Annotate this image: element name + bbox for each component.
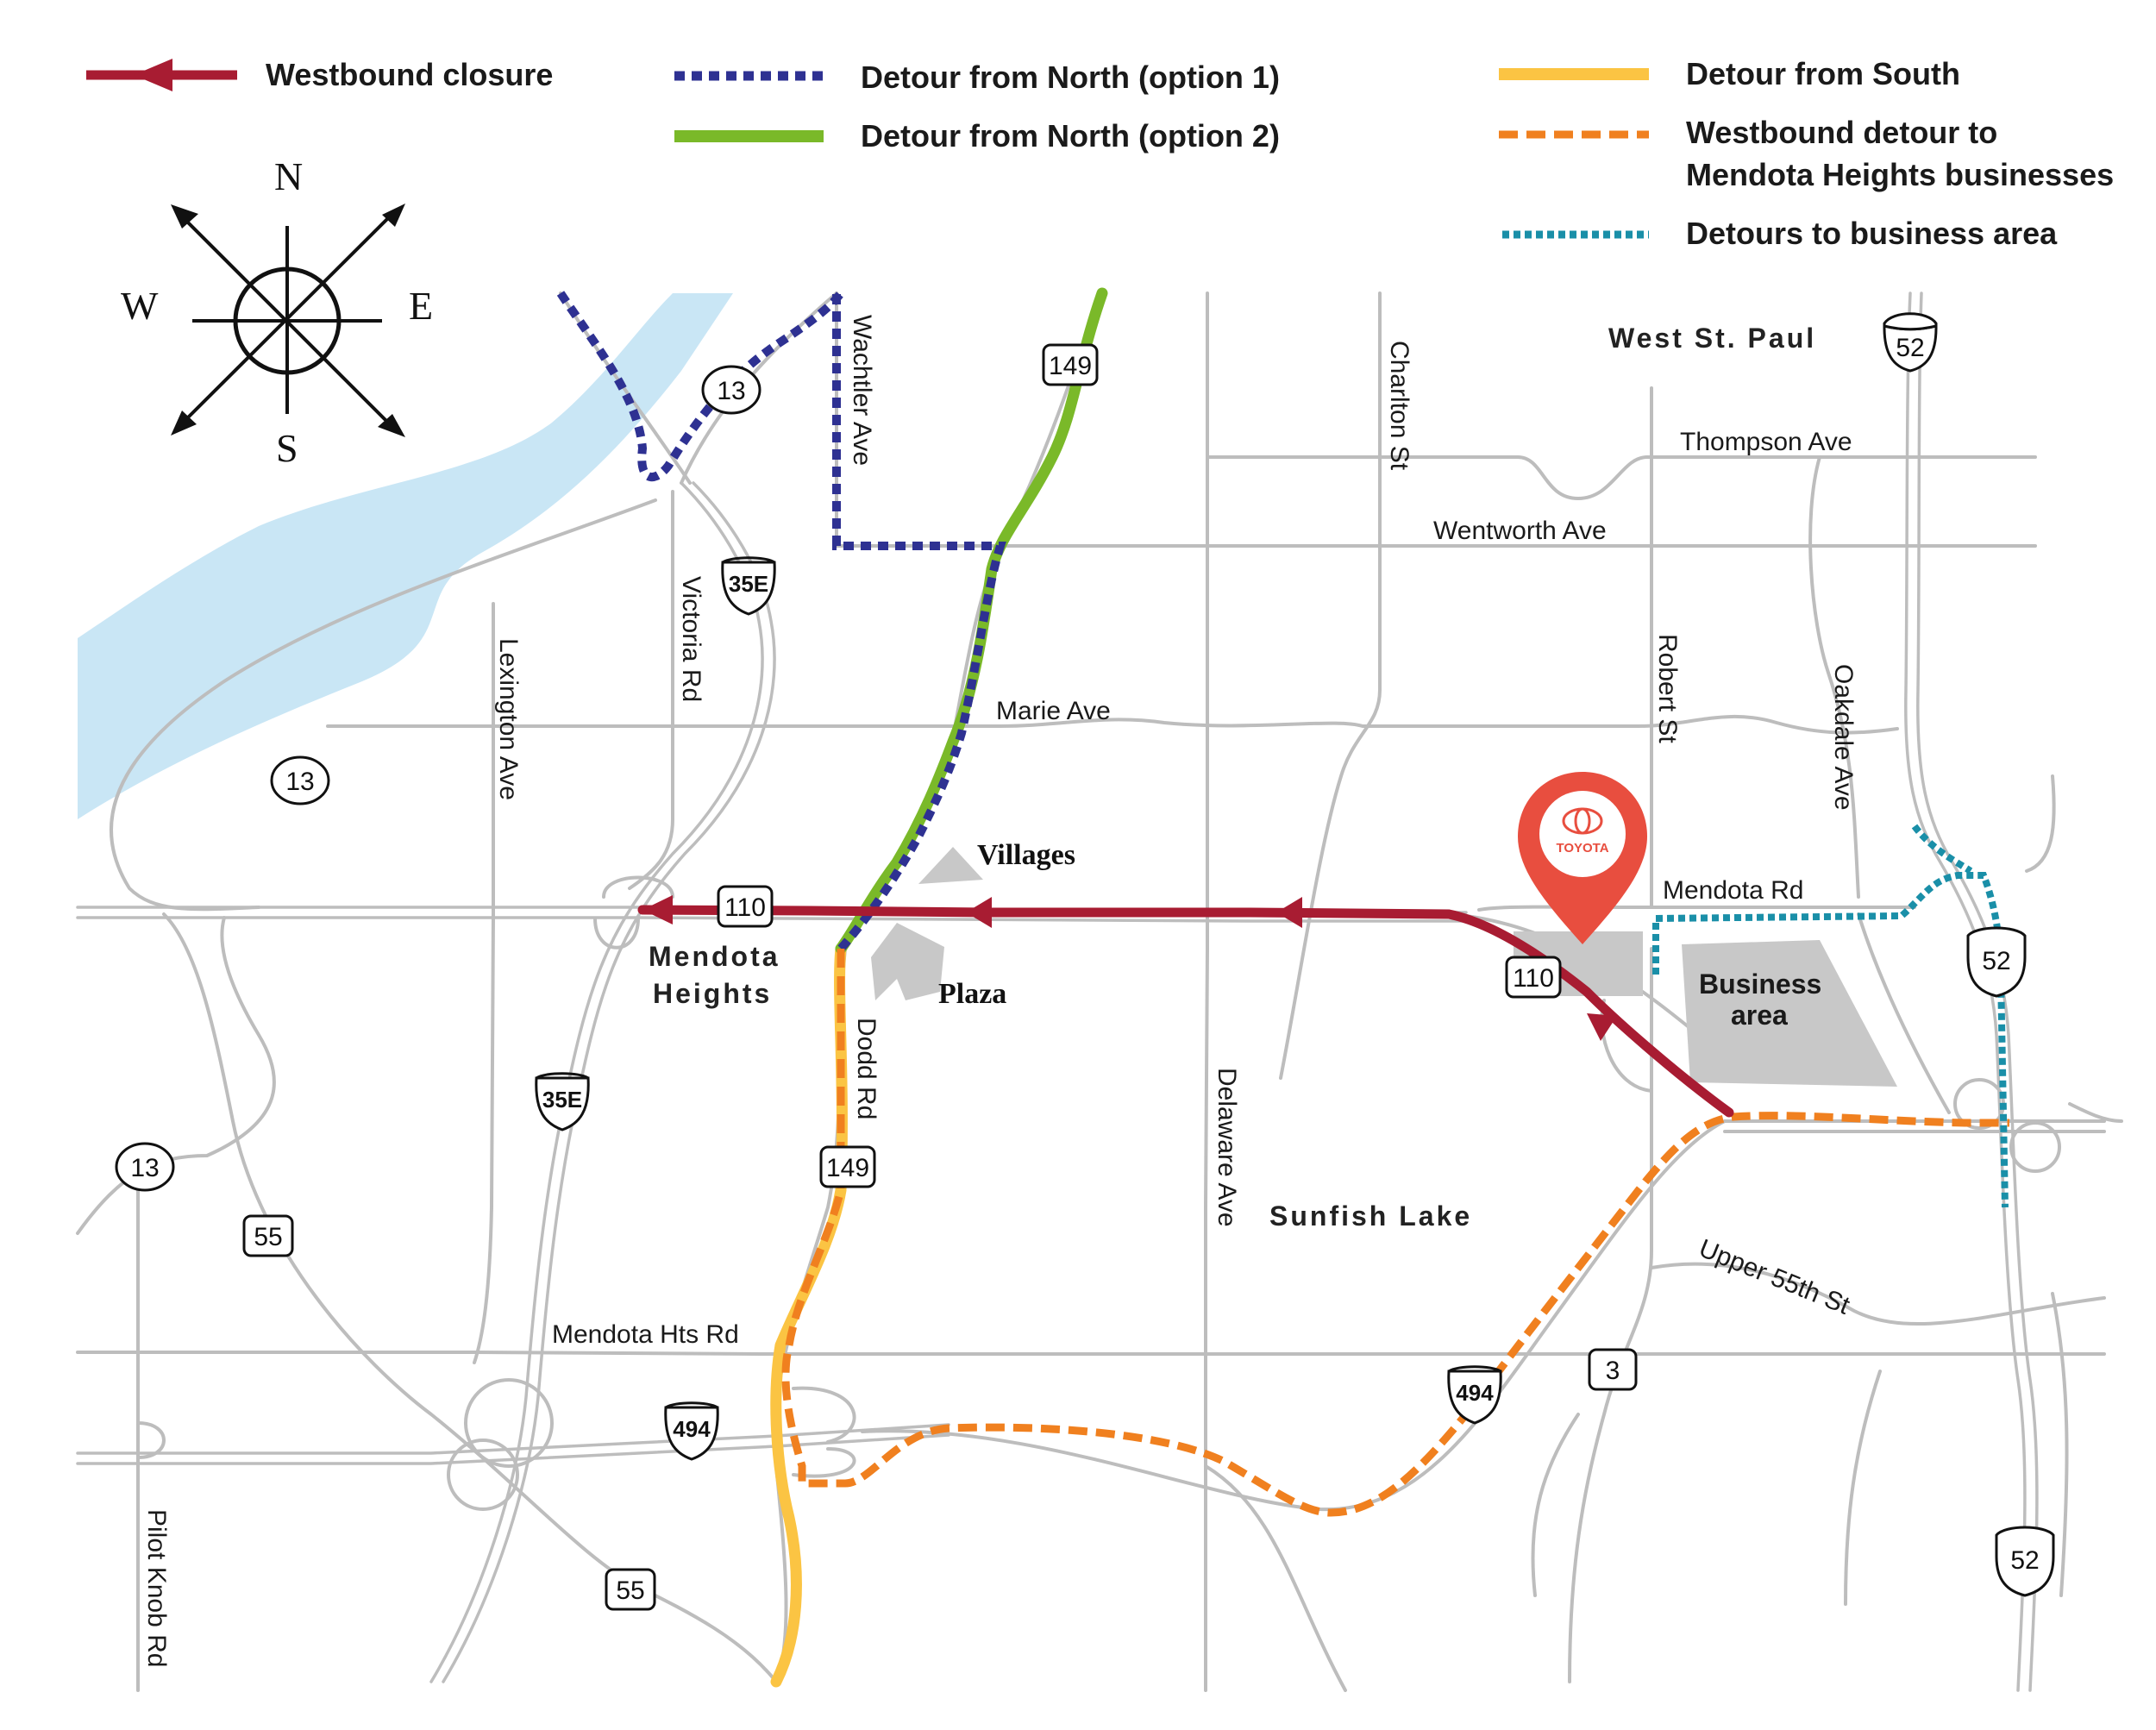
label-thompson-ave: Thompson Ave (1680, 428, 1852, 456)
route-detour-north-1 (556, 289, 1006, 952)
toyota-wordmark: TOYOTA (1556, 841, 1608, 856)
label-upper-55th-st: Upper 55th St (1695, 1234, 1854, 1320)
legend-label-detour-south: Detour from South (1686, 56, 1960, 91)
river (78, 293, 733, 819)
shield-55-north: 55 (242, 1214, 294, 1257)
label-wachtler-ave: Wachtler Ave (848, 315, 876, 466)
legend-westbound-closure: Westbound closure (86, 57, 553, 92)
label-business-area-1: Business (1699, 968, 1821, 1000)
road-network (76, 291, 2123, 1692)
legend-westbound-detour: Westbound detour to Mendota Heights busi… (1499, 115, 2114, 192)
shield-52-north: 52 (1883, 312, 1938, 373)
shield-3: 3 (1588, 1348, 1638, 1391)
shield-110-west: 110 (717, 885, 774, 928)
label-oakdale-ave: Oakdale Ave (1829, 664, 1858, 811)
svg-text:13: 13 (717, 377, 745, 405)
route-westbound-closure (637, 905, 1734, 1118)
legend: Westbound closure Detour from North (opt… (86, 56, 2114, 251)
legend-label-westbound-closure: Westbound closure (266, 57, 553, 92)
legend-label-westbound-detour-2: Mendota Heights businesses (1686, 157, 2114, 192)
shield-35e-north: 35E (721, 556, 776, 616)
shield-52-south: 52 (1995, 1526, 2055, 1597)
legend-label-westbound-detour-1: Westbound detour to (1686, 115, 1997, 150)
svg-text:494: 494 (1456, 1380, 1494, 1406)
svg-text:35E: 35E (729, 571, 768, 597)
label-mendota-hts-rd: Mendota Hts Rd (552, 1320, 739, 1349)
label-mendota-heights-1: Mendota (649, 941, 780, 972)
label-business-area-2: area (1731, 1000, 1788, 1031)
svg-text:13: 13 (285, 768, 314, 796)
label-marie-ave: Marie Ave (996, 697, 1111, 725)
svg-text:149: 149 (826, 1154, 869, 1182)
shield-52-middle: 52 (1966, 926, 2027, 998)
svg-text:494: 494 (673, 1416, 711, 1442)
shield-494-west: 494 (664, 1401, 719, 1461)
shield-13-south: 13 (115, 1142, 175, 1192)
route-westbound-detour (781, 949, 2009, 1517)
plaza-building (871, 923, 944, 1000)
compass-e: E (409, 284, 433, 328)
villages-building (918, 847, 983, 884)
label-mendota-rd: Mendota Rd (1663, 876, 1803, 905)
shield-13-west: 13 (270, 755, 330, 805)
svg-text:52: 52 (1982, 947, 2010, 975)
svg-text:52: 52 (2010, 1546, 2039, 1575)
shield-494-east: 494 (1447, 1365, 1502, 1425)
label-mendota-heights-2: Heights (653, 978, 772, 1009)
shield-13-north: 13 (701, 365, 761, 415)
legend-label-business-detour: Detours to business area (1686, 216, 2058, 251)
label-robert-st: Robert St (1653, 634, 1682, 743)
svg-text:13: 13 (130, 1154, 159, 1182)
toyota-pin: TOYOTA (1518, 772, 1647, 944)
shield-55-south: 55 (605, 1568, 656, 1611)
svg-text:149: 149 (1049, 352, 1092, 380)
label-dodd-rd: Dodd Rd (852, 1018, 881, 1119)
label-sunfish-lake: Sunfish Lake (1269, 1200, 1472, 1232)
legend-detour-south: Detour from South (1499, 56, 1960, 91)
label-wentworth-ave: Wentworth Ave (1433, 517, 1607, 545)
label-lexington-ave: Lexington Ave (494, 638, 523, 800)
label-west-st-paul: West St. Paul (1608, 323, 1816, 354)
svg-text:35E: 35E (542, 1087, 582, 1113)
closure-arrow-3 (1276, 897, 1302, 928)
compass-s: S (276, 426, 298, 470)
compass-n: N (274, 154, 303, 198)
legend-business-detour: Detours to business area (1502, 216, 2058, 251)
svg-text:55: 55 (254, 1223, 282, 1251)
svg-text:110: 110 (1513, 964, 1554, 993)
shield-110-east: 110 (1505, 956, 1562, 999)
legend-detour-north-1: Detour from North (option 1) (674, 60, 1280, 95)
label-villages: Villages (977, 839, 1075, 871)
closure-arrow-1 (642, 895, 673, 925)
route-business-detour (1652, 872, 2009, 1208)
label-plaza: Plaza (938, 978, 1006, 1010)
closure-arrow-4 (1587, 1013, 1617, 1041)
shield-35e-south: 35E (535, 1072, 590, 1131)
svg-text:3: 3 (1606, 1357, 1620, 1385)
compass-w: W (121, 284, 159, 328)
shield-149-north: 149 (1042, 343, 1099, 386)
business-area-block (1682, 940, 1897, 1087)
label-pilot-knob-rd: Pilot Knob Rd (142, 1509, 171, 1667)
legend-detour-north-2: Detour from North (option 2) (674, 118, 1280, 154)
legend-label-detour-north-2: Detour from North (option 2) (861, 118, 1280, 154)
legend-label-detour-north-1: Detour from North (option 1) (861, 60, 1280, 95)
svg-text:55: 55 (616, 1576, 644, 1605)
label-victoria-rd: Victoria Rd (677, 576, 705, 702)
svg-text:110: 110 (724, 893, 766, 922)
label-charlton-st: Charlton St (1385, 341, 1413, 471)
buildings (871, 847, 1897, 1087)
label-delaware-ave: Delaware Ave (1213, 1068, 1241, 1227)
shield-149-south: 149 (819, 1145, 876, 1188)
compass-rose: N S E W (121, 154, 433, 470)
closure-arrow-2 (966, 897, 992, 928)
svg-text:52: 52 (1896, 334, 1924, 362)
